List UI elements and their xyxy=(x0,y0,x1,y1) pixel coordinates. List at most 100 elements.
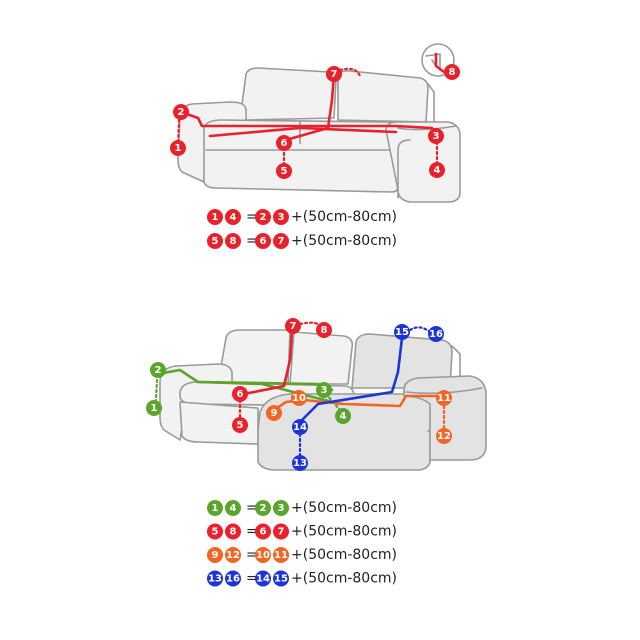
formula-suffix: +(50cm-80cm) xyxy=(291,233,397,249)
marker-label: 7 xyxy=(290,321,297,332)
formula-marker: 6 xyxy=(255,233,271,249)
formula-marker: 7 xyxy=(273,523,289,540)
marker-circle xyxy=(429,162,445,178)
sectional-base xyxy=(179,401,259,445)
marker-label: 14 xyxy=(256,574,270,585)
marker-circle xyxy=(225,570,241,587)
sofa-illustration xyxy=(176,43,461,203)
marker-circle xyxy=(207,209,223,225)
marker-circle xyxy=(273,500,289,516)
formula-marker: 3 xyxy=(273,209,289,225)
marker-label: 3 xyxy=(321,385,328,396)
marker-label: 4 xyxy=(230,503,237,514)
marker-circle xyxy=(207,500,223,516)
formula-suffix: +(50cm-80cm) xyxy=(291,547,397,563)
marker-8: 8 xyxy=(316,322,332,338)
measure-line-green-2 xyxy=(198,380,342,406)
marker-label: 6 xyxy=(281,138,288,149)
marker-circle xyxy=(207,233,223,249)
marker-circle xyxy=(255,523,271,540)
marker-circle xyxy=(428,326,444,342)
marker-circle xyxy=(232,417,248,433)
marker-label: 5 xyxy=(212,527,219,538)
marker-circle xyxy=(428,128,444,144)
marker-11: 11 xyxy=(436,390,452,406)
marker-circle xyxy=(225,547,241,563)
marker-circle xyxy=(173,104,189,120)
sofa-back-cushion-right xyxy=(337,70,429,123)
marker-1: 1 xyxy=(170,140,186,156)
marker-15: 15 xyxy=(394,324,410,340)
equals-sign: = xyxy=(246,233,258,249)
formula-marker: 6 xyxy=(255,523,271,540)
formula-marker: 13 xyxy=(207,570,223,587)
marker-label: 11 xyxy=(274,550,288,561)
formula-marker: 3 xyxy=(273,500,289,516)
formula-suffix: +(50cm-80cm) xyxy=(291,524,397,540)
zoom-inset-line xyxy=(434,52,446,74)
marker-label: 16 xyxy=(429,329,443,340)
formula-marker: 2 xyxy=(255,500,271,516)
marker-9: 9 xyxy=(266,405,282,421)
sectional-back-cushion-mid xyxy=(289,331,354,385)
marker-circle xyxy=(436,390,452,406)
marker-13: 13 xyxy=(292,455,308,471)
marker-circle xyxy=(273,209,289,225)
marker-circle xyxy=(232,386,248,402)
marker-10: 10 xyxy=(291,390,307,406)
marker-label: 5 xyxy=(212,236,219,247)
marker-circle xyxy=(266,405,282,421)
sofa-back-cushion-left xyxy=(240,67,337,121)
marker-label: 1 xyxy=(151,403,158,414)
marker-circle xyxy=(316,382,332,398)
marker-label: 12 xyxy=(226,550,240,561)
marker-circle xyxy=(292,419,308,435)
marker-label: 15 xyxy=(395,327,409,338)
marker-circle xyxy=(255,233,271,249)
formula-marker: 4 xyxy=(225,500,241,516)
marker-label: 7 xyxy=(278,527,285,538)
marker-label: 6 xyxy=(260,236,267,247)
marker-circle xyxy=(207,570,223,587)
marker-7: 7 xyxy=(285,318,301,334)
measure-dots-green xyxy=(154,378,159,402)
sofa-right-arm xyxy=(385,121,461,203)
marker-circle xyxy=(150,362,166,378)
marker-label: 7 xyxy=(278,236,285,247)
marker-circle xyxy=(146,400,162,416)
marker-circle xyxy=(225,209,241,225)
marker-label: 16 xyxy=(226,574,240,585)
marker-3: 3 xyxy=(428,128,444,144)
marker-label: 1 xyxy=(212,212,219,223)
formula-marker: 8 xyxy=(225,233,241,249)
marker-label: 9 xyxy=(212,550,219,561)
marker-circle xyxy=(292,455,308,471)
formula-marker: 12 xyxy=(225,547,241,563)
marker-label: 3 xyxy=(433,131,440,142)
marker-circle xyxy=(273,233,289,249)
marker-circle xyxy=(335,408,351,424)
measure-line-blue xyxy=(298,336,404,424)
marker-circle xyxy=(394,324,410,340)
formula-marker: 11 xyxy=(273,547,289,563)
marker-circle xyxy=(436,428,452,444)
marker-circle xyxy=(291,390,307,406)
marker-circle xyxy=(276,163,292,179)
marker-label: 3 xyxy=(278,212,285,223)
marker-14: 14 xyxy=(292,419,308,435)
marker-label: 2 xyxy=(178,107,185,118)
formula-suffix: +(50cm-80cm) xyxy=(291,571,397,587)
sectional-back-frame xyxy=(451,345,461,383)
formula-marker: 10 xyxy=(255,547,271,563)
marker-7: 7 xyxy=(326,66,342,82)
marker-label: 14 xyxy=(293,422,307,433)
marker-2: 2 xyxy=(173,104,189,120)
marker-8: 8 xyxy=(444,64,460,80)
marker-12: 12 xyxy=(436,428,452,444)
sofa-right-arm-front xyxy=(397,139,411,199)
